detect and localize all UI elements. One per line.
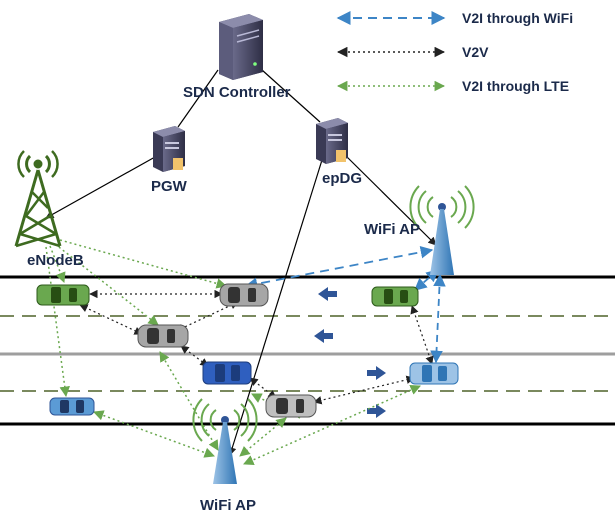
- link-v2v: [313, 375, 415, 405]
- legend-wifi-label: V2I through WiFi: [462, 10, 573, 26]
- direction-arrow-icon: [367, 404, 386, 418]
- server-icon: [316, 118, 348, 164]
- epdg-label: epDG: [322, 170, 362, 187]
- wifi-ap-icon: [409, 185, 475, 275]
- link-wifi-ap-car: [430, 273, 446, 364]
- wifi-ap-icon: [192, 398, 258, 484]
- car-icon: [371, 286, 419, 307]
- pgw-label: PGW: [151, 178, 188, 195]
- legend-lte-label: V2I through LTE: [462, 78, 569, 94]
- car-icon: [409, 362, 459, 385]
- link-sdn-pgw: [177, 69, 219, 128]
- link-v2v: [175, 301, 239, 332]
- link-lte: [49, 245, 66, 283]
- car-icon: [265, 394, 317, 418]
- sdn-controller-label: SDN Controller: [183, 84, 291, 101]
- link-pgw-enodeb: [45, 156, 156, 219]
- links: [45, 69, 446, 465]
- link-lte: [159, 351, 219, 451]
- link-lte: [59, 239, 228, 289]
- link-v2v: [410, 305, 434, 365]
- car-icon: [219, 283, 269, 307]
- server-icon: [219, 14, 263, 80]
- direction-arrow-icon: [314, 329, 333, 343]
- link-lte: [54, 243, 159, 326]
- wifi-ap-top-label: WiFi AP: [364, 221, 420, 238]
- wifi-ap-bottom-label: WiFi AP: [200, 497, 256, 514]
- car-icon: [202, 361, 252, 385]
- link-wifi-ap-car: [244, 245, 434, 291]
- link-v2v: [180, 345, 209, 367]
- car-icon: [49, 397, 95, 416]
- link-v2v: [79, 304, 143, 335]
- direction-arrow-icon: [318, 287, 337, 301]
- server-icon: [153, 126, 185, 172]
- legend-v2v-label: V2V: [462, 44, 489, 60]
- cell-tower-icon: [14, 150, 62, 248]
- link-epdg-ap-top: [344, 154, 437, 246]
- link-sdn-epdg: [261, 69, 321, 123]
- direction-arrow-icon: [367, 366, 386, 380]
- link-lte: [243, 385, 421, 465]
- link-lte: [45, 246, 70, 398]
- legend: V2I through WiFi V2V V2I through LTE: [336, 10, 573, 94]
- car-icon: [137, 324, 189, 348]
- car-icon: [36, 284, 90, 306]
- enodeb-label: eNodeB: [27, 252, 84, 269]
